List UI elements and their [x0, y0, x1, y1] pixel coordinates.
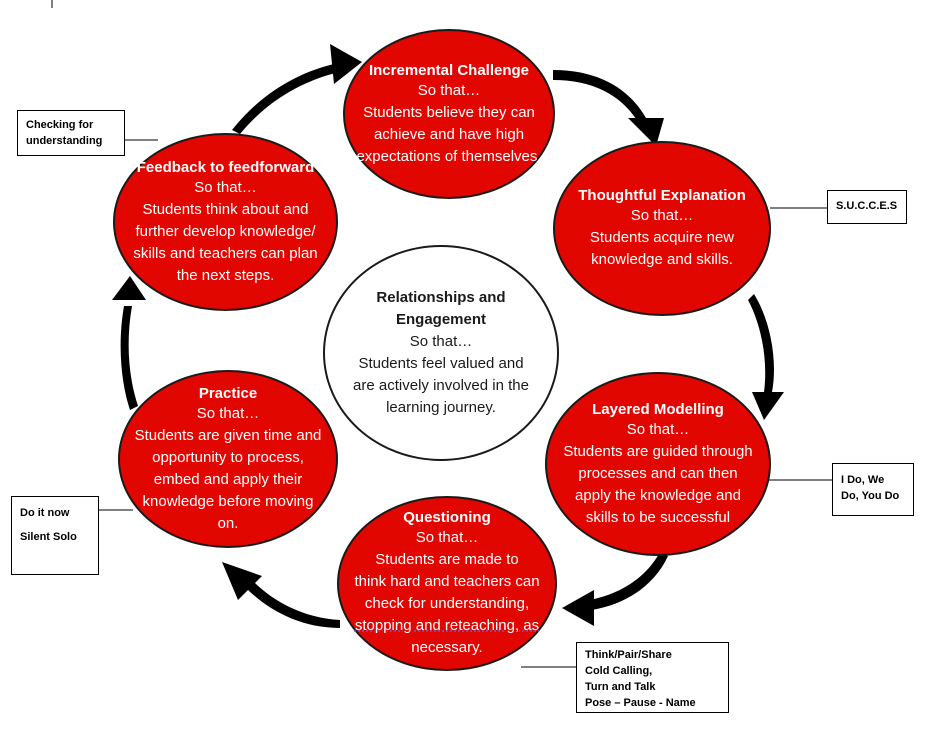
- center-desc-line: are actively involved in the: [353, 377, 529, 394]
- node-questioning: Questioning So that… Students are made t…: [337, 496, 557, 671]
- callout-line: Silent Solo: [20, 531, 77, 543]
- node-desc-line: skills and teachers can plan: [133, 244, 318, 262]
- callout-line: I Do, We: [841, 474, 885, 486]
- arrow-thoughtful-to-layered: [748, 294, 774, 392]
- callout-do-it-now: Do it now Silent Solo: [11, 496, 99, 575]
- node-so-that: So that…: [415, 529, 479, 546]
- callout-line: Do, You Do: [841, 490, 900, 502]
- node-title: Layered Modelling: [592, 400, 724, 418]
- callout-line: Pose – Pause - Name: [585, 697, 696, 709]
- node-desc-line: Students believe they can: [363, 103, 535, 121]
- node-feedback-to-feedforward: Feedback to feedforward So that… Student…: [113, 133, 338, 311]
- node-desc-line: check for understanding,: [364, 595, 530, 612]
- callout-line: Cold Calling,: [585, 665, 653, 677]
- node-so-that: So that…: [626, 420, 690, 438]
- callout-line: Turn and Talk: [585, 681, 656, 693]
- node-desc-line: expectations of themselves.: [356, 147, 542, 165]
- arrowhead-layered: [752, 392, 784, 420]
- center-desc-line: learning journey.: [386, 399, 496, 416]
- node-desc-line: Students think about and: [142, 200, 309, 218]
- node-desc-line: processes and can then: [578, 464, 738, 482]
- callout-line: Do it now: [20, 507, 70, 519]
- arrow-feedback-to-incremental: [232, 64, 340, 134]
- arrow-practice-to-feedback: [120, 306, 138, 410]
- center-title-line2: Engagement: [395, 311, 486, 328]
- node-desc-line: Students are made to: [375, 551, 519, 568]
- node-layered-modelling: Layered Modelling So that… Students are …: [545, 372, 771, 556]
- node-desc-line: opportunity to process,: [152, 448, 304, 466]
- callout-line: Think/Pair/Share: [585, 649, 672, 661]
- center-title-line1: Relationships and: [376, 289, 506, 306]
- callout-spacer: [20, 521, 90, 529]
- node-desc-line: stopping and reteaching, as: [354, 617, 540, 634]
- callout-line: Checking for: [26, 119, 94, 131]
- arrow-layered-to-questioning: [590, 552, 668, 610]
- node-desc-line: think hard and teachers can: [354, 573, 540, 590]
- node-so-that: So that…: [194, 178, 257, 196]
- node-desc-line: skills to be successful: [585, 508, 731, 526]
- node-desc-line: Students acquire new: [589, 229, 735, 246]
- node-desc-line: apply the knowledge and: [575, 486, 741, 504]
- node-title: Feedback to feedforward: [136, 158, 315, 176]
- node-incremental-challenge: Incremental Challenge So that… Students …: [343, 29, 555, 199]
- node-so-that: So that…: [417, 81, 481, 99]
- node-desc-line: necessary.: [411, 639, 483, 656]
- node-so-that: So that…: [196, 404, 260, 422]
- arrow-incremental-to-thoughtful: [553, 70, 646, 122]
- arrowhead-thoughtful: [628, 118, 664, 146]
- arrowhead-practice: [222, 562, 262, 600]
- node-desc-line: knowledge and skills.: [591, 251, 733, 268]
- center-so-that: So that…: [409, 333, 473, 350]
- node-desc-line: Students are guided through: [563, 442, 753, 460]
- arrowhead-incremental: [330, 44, 362, 84]
- node-title: Thoughtful Explanation: [578, 187, 746, 204]
- node-desc-line: embed and apply their: [153, 470, 303, 488]
- node-title: Questioning: [403, 509, 491, 526]
- node-desc-line: knowledge before moving: [142, 492, 314, 510]
- node-desc-line: the next steps.: [176, 266, 275, 284]
- callout-line: S.U.C.C.E.S: [836, 200, 898, 212]
- arrowhead-feedback: [112, 276, 146, 300]
- center-node-relationships: Relationships and Engagement So that… St…: [323, 245, 559, 461]
- arrowhead-questioning: [562, 590, 594, 626]
- center-desc-line: Students feel valued and: [358, 355, 524, 372]
- node-so-that: So that…: [630, 207, 694, 224]
- node-desc-line: Students are given time and: [134, 426, 322, 444]
- cycle-arrows: [112, 44, 784, 628]
- callout-i-do-we-do-you-do: I Do, We Do, You Do: [832, 463, 914, 516]
- callout-line: understanding: [26, 135, 103, 147]
- arrow-questioning-to-practice: [246, 582, 340, 628]
- node-desc-line: achieve and have high: [373, 125, 525, 143]
- node-desc-line: further develop knowledge/: [135, 222, 316, 240]
- node-title: Incremental Challenge: [368, 61, 530, 79]
- node-thoughtful-explanation: Thoughtful Explanation So that… Students…: [553, 141, 771, 316]
- callout-succes: S.U.C.C.E.S: [827, 190, 907, 224]
- callout-checking-for-understanding: Checking for understanding: [17, 110, 125, 156]
- node-desc-line: on.: [217, 514, 239, 532]
- node-title: Practice: [198, 384, 258, 402]
- callout-think-pair-share: Think/Pair/Share Cold Calling, Turn and …: [576, 642, 729, 713]
- node-practice: Practice So that… Students are given tim…: [118, 370, 338, 548]
